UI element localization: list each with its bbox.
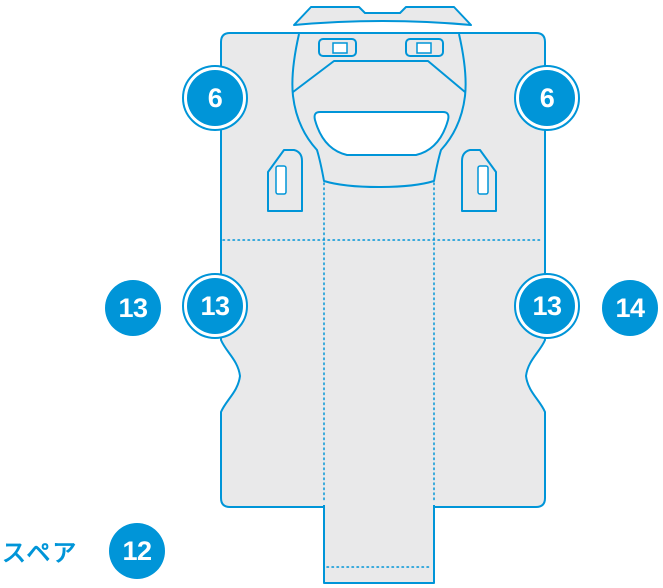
spare-label: スペア xyxy=(2,540,79,567)
latch-tab-right-slot xyxy=(477,165,489,195)
clip-right xyxy=(405,38,444,57)
callout-13-right-edge: 13 xyxy=(519,278,575,334)
strap-lower-fill xyxy=(324,504,434,583)
latch-tab-right xyxy=(461,149,497,212)
strap-opening xyxy=(313,111,450,156)
top-trim-piece xyxy=(293,6,472,26)
latch-tab-left-slot xyxy=(275,165,287,195)
clip-left-slot xyxy=(332,42,348,54)
callout-6-upper-right: 6 xyxy=(519,70,575,126)
collar-band-line xyxy=(292,60,466,93)
callout-13-left-edge: 13 xyxy=(187,278,243,334)
strap-lower-outline xyxy=(323,505,435,584)
callout-12-bottom-left: 12 xyxy=(109,523,165,579)
headrest-outline xyxy=(291,33,467,188)
clip-left xyxy=(318,38,357,57)
clip-right-slot xyxy=(416,42,432,54)
latch-tab-left xyxy=(267,149,303,212)
callout-13-far-left: 13 xyxy=(105,280,161,336)
seat-back-panel-body xyxy=(220,32,546,508)
callout-14-far-right: 14 xyxy=(602,280,658,336)
callout-6-upper-left: 6 xyxy=(187,70,243,126)
